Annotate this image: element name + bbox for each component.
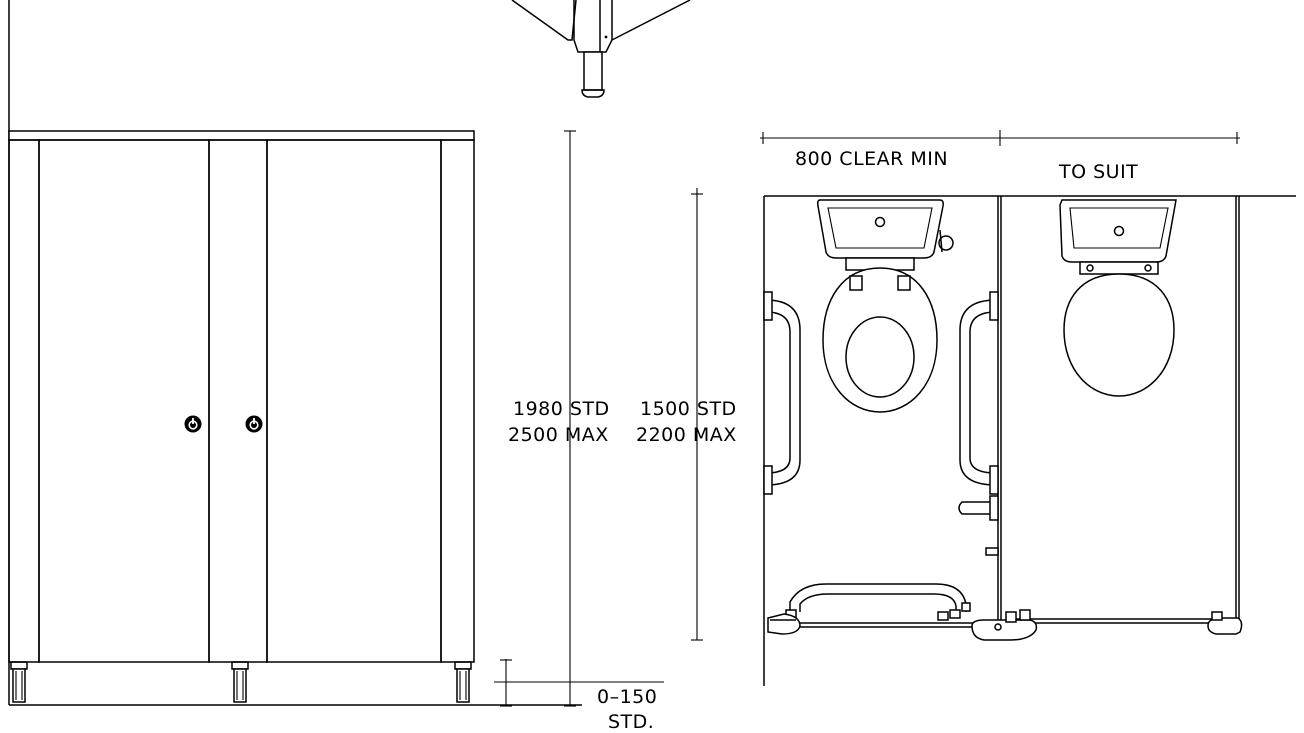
center-pilaster — [208, 139, 268, 663]
leg-center — [233, 668, 247, 703]
adjacent-width-label: TO SUIT — [1058, 161, 1138, 183]
door-right — [266, 139, 442, 663]
leg-right — [456, 668, 470, 703]
headrail — [8, 130, 475, 141]
clear-width-label: 800 CLEAR MIN — [795, 148, 948, 170]
overall-height-max-label: 2500 MAX — [508, 424, 609, 446]
overall-height-std-label: 1980 STD — [513, 398, 610, 420]
leg-clearance-label: 0–150 — [597, 686, 657, 708]
door-left — [38, 139, 210, 663]
panel-height-std-label: 1500 STD — [640, 398, 737, 420]
dimension-lines — [494, 130, 1240, 707]
pivot-left — [767, 613, 801, 635]
door-pull-rail — [785, 583, 971, 621]
right-pilaster — [440, 139, 475, 663]
toilet-standard — [1059, 199, 1177, 397]
power-symbol-icon — [184, 415, 202, 433]
pivot-center — [971, 609, 1038, 641]
toilet-accessible — [817, 199, 954, 413]
front-elevation — [8, 0, 582, 706]
leg-left — [12, 668, 26, 703]
plan-view — [763, 195, 1296, 686]
left-pilaster — [8, 139, 40, 663]
paper-holder — [958, 495, 999, 556]
grab-rail-left — [763, 291, 801, 495]
panel-height-max-label: 2200 MAX — [636, 424, 737, 446]
power-symbol-icon — [245, 415, 263, 433]
leg-bracket-detail — [511, 0, 691, 98]
pivot-right — [1207, 611, 1243, 635]
leg-clearance-note: STD. — [608, 711, 654, 733]
grab-rail-partition — [959, 291, 999, 495]
